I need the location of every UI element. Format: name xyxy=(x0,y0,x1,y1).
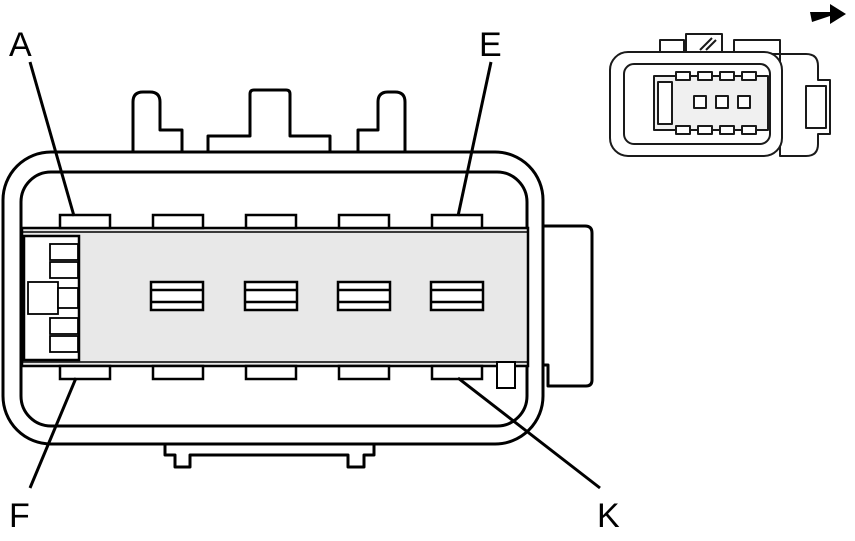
bottom-key xyxy=(163,438,376,469)
right-arrow-icon xyxy=(810,4,846,24)
leader-k xyxy=(457,376,601,490)
pin-label-f: F xyxy=(9,497,30,535)
pin-f xyxy=(58,364,112,381)
pin-c xyxy=(244,213,298,230)
center-terminals xyxy=(149,280,485,312)
pin-b xyxy=(151,213,205,230)
leader-e xyxy=(456,61,493,217)
pin-j xyxy=(337,364,391,381)
pin-label-a: A xyxy=(9,26,32,64)
center-terminal xyxy=(336,280,392,312)
side-latch xyxy=(528,224,594,388)
top-latch-left xyxy=(131,90,184,164)
top-latch-right xyxy=(356,90,407,164)
top-center-tower xyxy=(206,88,332,157)
center-terminal xyxy=(149,280,205,312)
pin-a xyxy=(58,213,112,230)
leader-f xyxy=(28,377,78,489)
pin-k xyxy=(430,364,484,381)
top-pin-row xyxy=(58,213,484,230)
pin-label-k: K xyxy=(597,497,620,535)
pin-e xyxy=(430,213,484,230)
leader-lines xyxy=(28,61,601,490)
pin-g xyxy=(151,364,205,381)
pin-h xyxy=(244,364,298,381)
leader-a xyxy=(28,61,76,217)
pin-label-e: E xyxy=(479,26,502,64)
center-terminal xyxy=(429,280,485,312)
connector-thumbnail xyxy=(609,33,831,157)
bottom-pin-row xyxy=(58,364,484,381)
pin-d xyxy=(337,213,391,230)
center-terminal xyxy=(243,280,299,312)
